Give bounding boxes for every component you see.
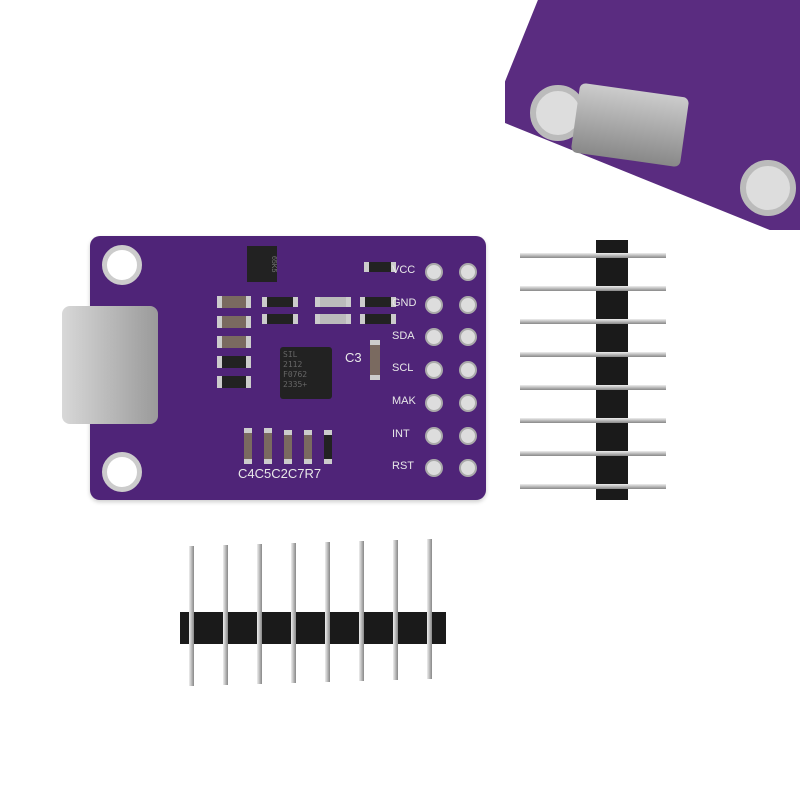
chip-text: SIL bbox=[283, 350, 298, 359]
smd-component bbox=[217, 336, 251, 348]
header-pin bbox=[291, 543, 296, 683]
right-angle-header-housing bbox=[596, 240, 628, 500]
pin-label-mak: MAK bbox=[392, 395, 416, 407]
cp2112-chip: SIL 2112 F0762 2335+ bbox=[280, 347, 332, 399]
bottom-silkscreen: C4C5C2C7R7 bbox=[238, 466, 322, 481]
capacitor bbox=[284, 430, 292, 464]
capacitor bbox=[264, 428, 272, 464]
capacitor bbox=[244, 428, 252, 464]
straight-header-housing bbox=[180, 612, 446, 644]
sot-transistor: 65K5 bbox=[247, 246, 277, 282]
pin-label-int: INT bbox=[392, 428, 410, 440]
header-pin bbox=[393, 540, 398, 680]
inset-micro-usb-closeup bbox=[505, 0, 800, 230]
solder-pad bbox=[425, 295, 443, 314]
solder-pad bbox=[459, 263, 477, 281]
resistor bbox=[262, 314, 298, 324]
chip-text: F0762 bbox=[283, 370, 308, 379]
smd-component bbox=[217, 316, 251, 328]
solder-pad bbox=[459, 393, 477, 412]
header-pin bbox=[520, 286, 666, 291]
header-pin bbox=[257, 544, 262, 684]
inset-mount-hole bbox=[740, 160, 796, 216]
header-pin bbox=[520, 385, 666, 390]
mount-hole bbox=[102, 452, 142, 492]
resistor-r7 bbox=[324, 430, 332, 464]
usb-c-port bbox=[62, 306, 158, 424]
solder-pad bbox=[459, 459, 477, 478]
header-pin bbox=[427, 539, 432, 679]
capacitor-c3 bbox=[370, 340, 380, 380]
resistor bbox=[360, 297, 396, 307]
led bbox=[315, 314, 351, 324]
resistor bbox=[360, 314, 396, 324]
solder-pad bbox=[425, 459, 443, 478]
capacitor bbox=[304, 430, 312, 464]
header-pin bbox=[359, 541, 364, 681]
led bbox=[315, 297, 351, 307]
pin-labels: VCC GND SDA SCL MAK INT RST bbox=[392, 262, 482, 486]
header-pin bbox=[520, 451, 666, 456]
chip-text: 2335+ bbox=[283, 380, 308, 389]
header-pin bbox=[520, 484, 666, 489]
pin-label-sda: SDA bbox=[392, 330, 415, 342]
solder-pad bbox=[425, 328, 443, 347]
header-pin bbox=[520, 253, 666, 258]
pin-label-gnd: GND bbox=[392, 297, 417, 309]
chip-text: 2112 bbox=[283, 360, 303, 369]
smd-component bbox=[217, 296, 251, 308]
header-pin bbox=[520, 319, 666, 324]
pin-label-scl: SCL bbox=[392, 362, 414, 374]
smd-component bbox=[217, 356, 251, 368]
mount-hole bbox=[102, 245, 142, 285]
micro-usb-port bbox=[570, 82, 690, 168]
resistor bbox=[364, 262, 396, 272]
smd-component bbox=[217, 376, 251, 388]
solder-pad bbox=[459, 361, 477, 380]
header-pin bbox=[520, 352, 666, 357]
header-pin bbox=[325, 542, 330, 682]
solder-pad bbox=[459, 295, 477, 314]
solder-pad bbox=[459, 426, 477, 445]
resistor bbox=[262, 297, 298, 307]
solder-pad bbox=[425, 426, 443, 445]
solder-pad bbox=[425, 393, 443, 412]
solder-pad bbox=[425, 263, 443, 281]
header-pin bbox=[223, 545, 228, 685]
pin-label-rst: RST bbox=[392, 460, 414, 472]
c3-label: C3 bbox=[345, 350, 362, 365]
header-pin bbox=[189, 546, 194, 686]
pin-label-vcc: VCC bbox=[392, 264, 416, 276]
solder-pad bbox=[425, 361, 443, 380]
solder-pad bbox=[459, 328, 477, 347]
header-pin bbox=[520, 418, 666, 423]
